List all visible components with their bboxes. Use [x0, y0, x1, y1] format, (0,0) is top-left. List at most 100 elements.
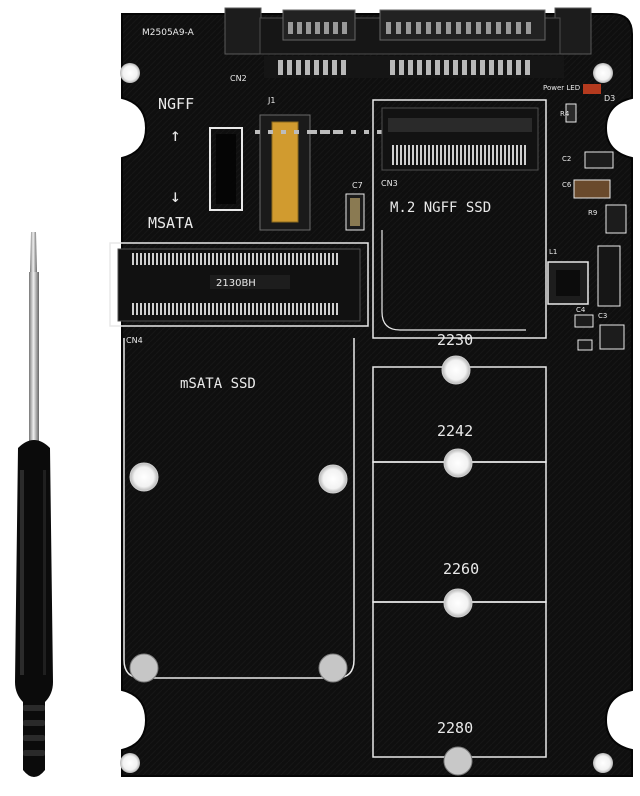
msata-pin [216, 303, 218, 315]
m2-pin [508, 145, 510, 165]
msata-pin [192, 303, 194, 315]
msata-pin [156, 303, 158, 315]
smd-components [547, 84, 627, 351]
grip-ring [23, 750, 45, 756]
r9-label: R9 [588, 209, 597, 217]
power-led-label: Power LED [543, 84, 580, 92]
switch-pin [307, 130, 312, 134]
sata-pin [456, 22, 461, 34]
c6-label: C6 [562, 181, 572, 189]
sata-pin [496, 22, 501, 34]
msata-slot-connector [117, 248, 361, 322]
sata-pin [466, 22, 471, 34]
msata-pin [240, 253, 242, 265]
msata-pin [148, 253, 150, 265]
sata-pin [287, 60, 292, 75]
m2-pin [488, 145, 490, 165]
m2-pin [512, 145, 514, 165]
msata-pin [208, 303, 210, 315]
sata-pin [306, 22, 311, 34]
sata-pin [333, 22, 338, 34]
msata-pin [244, 253, 246, 265]
m2-zone-outline [372, 99, 547, 339]
sata-pin [342, 22, 347, 34]
msata-pin [168, 253, 170, 265]
msata-pin [244, 303, 246, 315]
cn2-label: CN2 [230, 74, 247, 83]
sata-pin [390, 60, 395, 75]
msata-pin [272, 303, 274, 315]
msata-pin [164, 253, 166, 265]
c4-label: C4 [576, 306, 586, 314]
msata-pin [260, 253, 262, 265]
msata-pin [172, 303, 174, 315]
m2-pin [480, 145, 482, 165]
msata-pin [184, 253, 186, 265]
sata-pin [498, 60, 503, 75]
m2-pin [404, 145, 406, 165]
m2-pin [476, 145, 478, 165]
msata-pin [336, 303, 338, 315]
msata-pin [220, 303, 222, 315]
m2-pin [432, 145, 434, 165]
msata-pin [300, 303, 302, 315]
msata-pin [276, 253, 278, 265]
m2-pin [416, 145, 418, 165]
mounting-hole-icon [120, 63, 613, 773]
msata-pin [272, 253, 274, 265]
msata-pin [308, 253, 310, 265]
sata-pin [446, 22, 451, 34]
msata-pin [204, 253, 206, 265]
msata-pin [256, 303, 258, 315]
msata-pin [296, 253, 298, 265]
msata-pin [160, 253, 162, 265]
msata-pin [212, 253, 214, 265]
msata-pin [292, 253, 294, 265]
msata-pin [248, 253, 250, 265]
msata-pin [204, 303, 206, 315]
m2-pin [448, 145, 450, 165]
msata-mount-hole-left [129, 462, 159, 492]
msata-pin [288, 303, 290, 315]
m2-pin [444, 145, 446, 165]
pcb-board [121, 13, 633, 777]
grip-ring [23, 720, 45, 726]
sata-pin [453, 60, 458, 75]
msata-pin [328, 303, 330, 315]
m2-pin [496, 145, 498, 165]
sata-pin [435, 60, 440, 75]
m2-pin [396, 145, 398, 165]
j1-label: J1 [267, 96, 275, 105]
msata-pin [136, 303, 138, 315]
switch-pin [333, 130, 338, 134]
sata-pin [324, 22, 329, 34]
sata-pin [315, 22, 320, 34]
msata-pin [224, 303, 226, 315]
m2-pin [436, 145, 438, 165]
msata-pin [276, 303, 278, 315]
msata-pin [132, 303, 134, 315]
msata-label: MSATA [148, 214, 193, 232]
msata-pin [280, 253, 282, 265]
msata-pin [328, 253, 330, 265]
msata-pin [144, 253, 146, 265]
m2-card-outline [381, 230, 526, 331]
msata-pin [132, 253, 134, 265]
d3-label: D3 [604, 94, 615, 103]
board-model-label: M2505A9-A [142, 28, 195, 38]
msata-pin [136, 253, 138, 265]
m2-pin [464, 145, 466, 165]
msata-pin [308, 303, 310, 315]
m2-pin [468, 145, 470, 165]
m2-standoff-2280 [443, 746, 473, 776]
msata-standoff-right [318, 653, 348, 683]
msata-pin [320, 253, 322, 265]
grip-ring [23, 705, 45, 711]
msata-pin [152, 253, 154, 265]
msata-pin [292, 303, 294, 315]
m2-pin [472, 145, 474, 165]
msata-pin [192, 253, 194, 265]
c2-label: C2 [562, 155, 571, 163]
msata-pin [300, 253, 302, 265]
